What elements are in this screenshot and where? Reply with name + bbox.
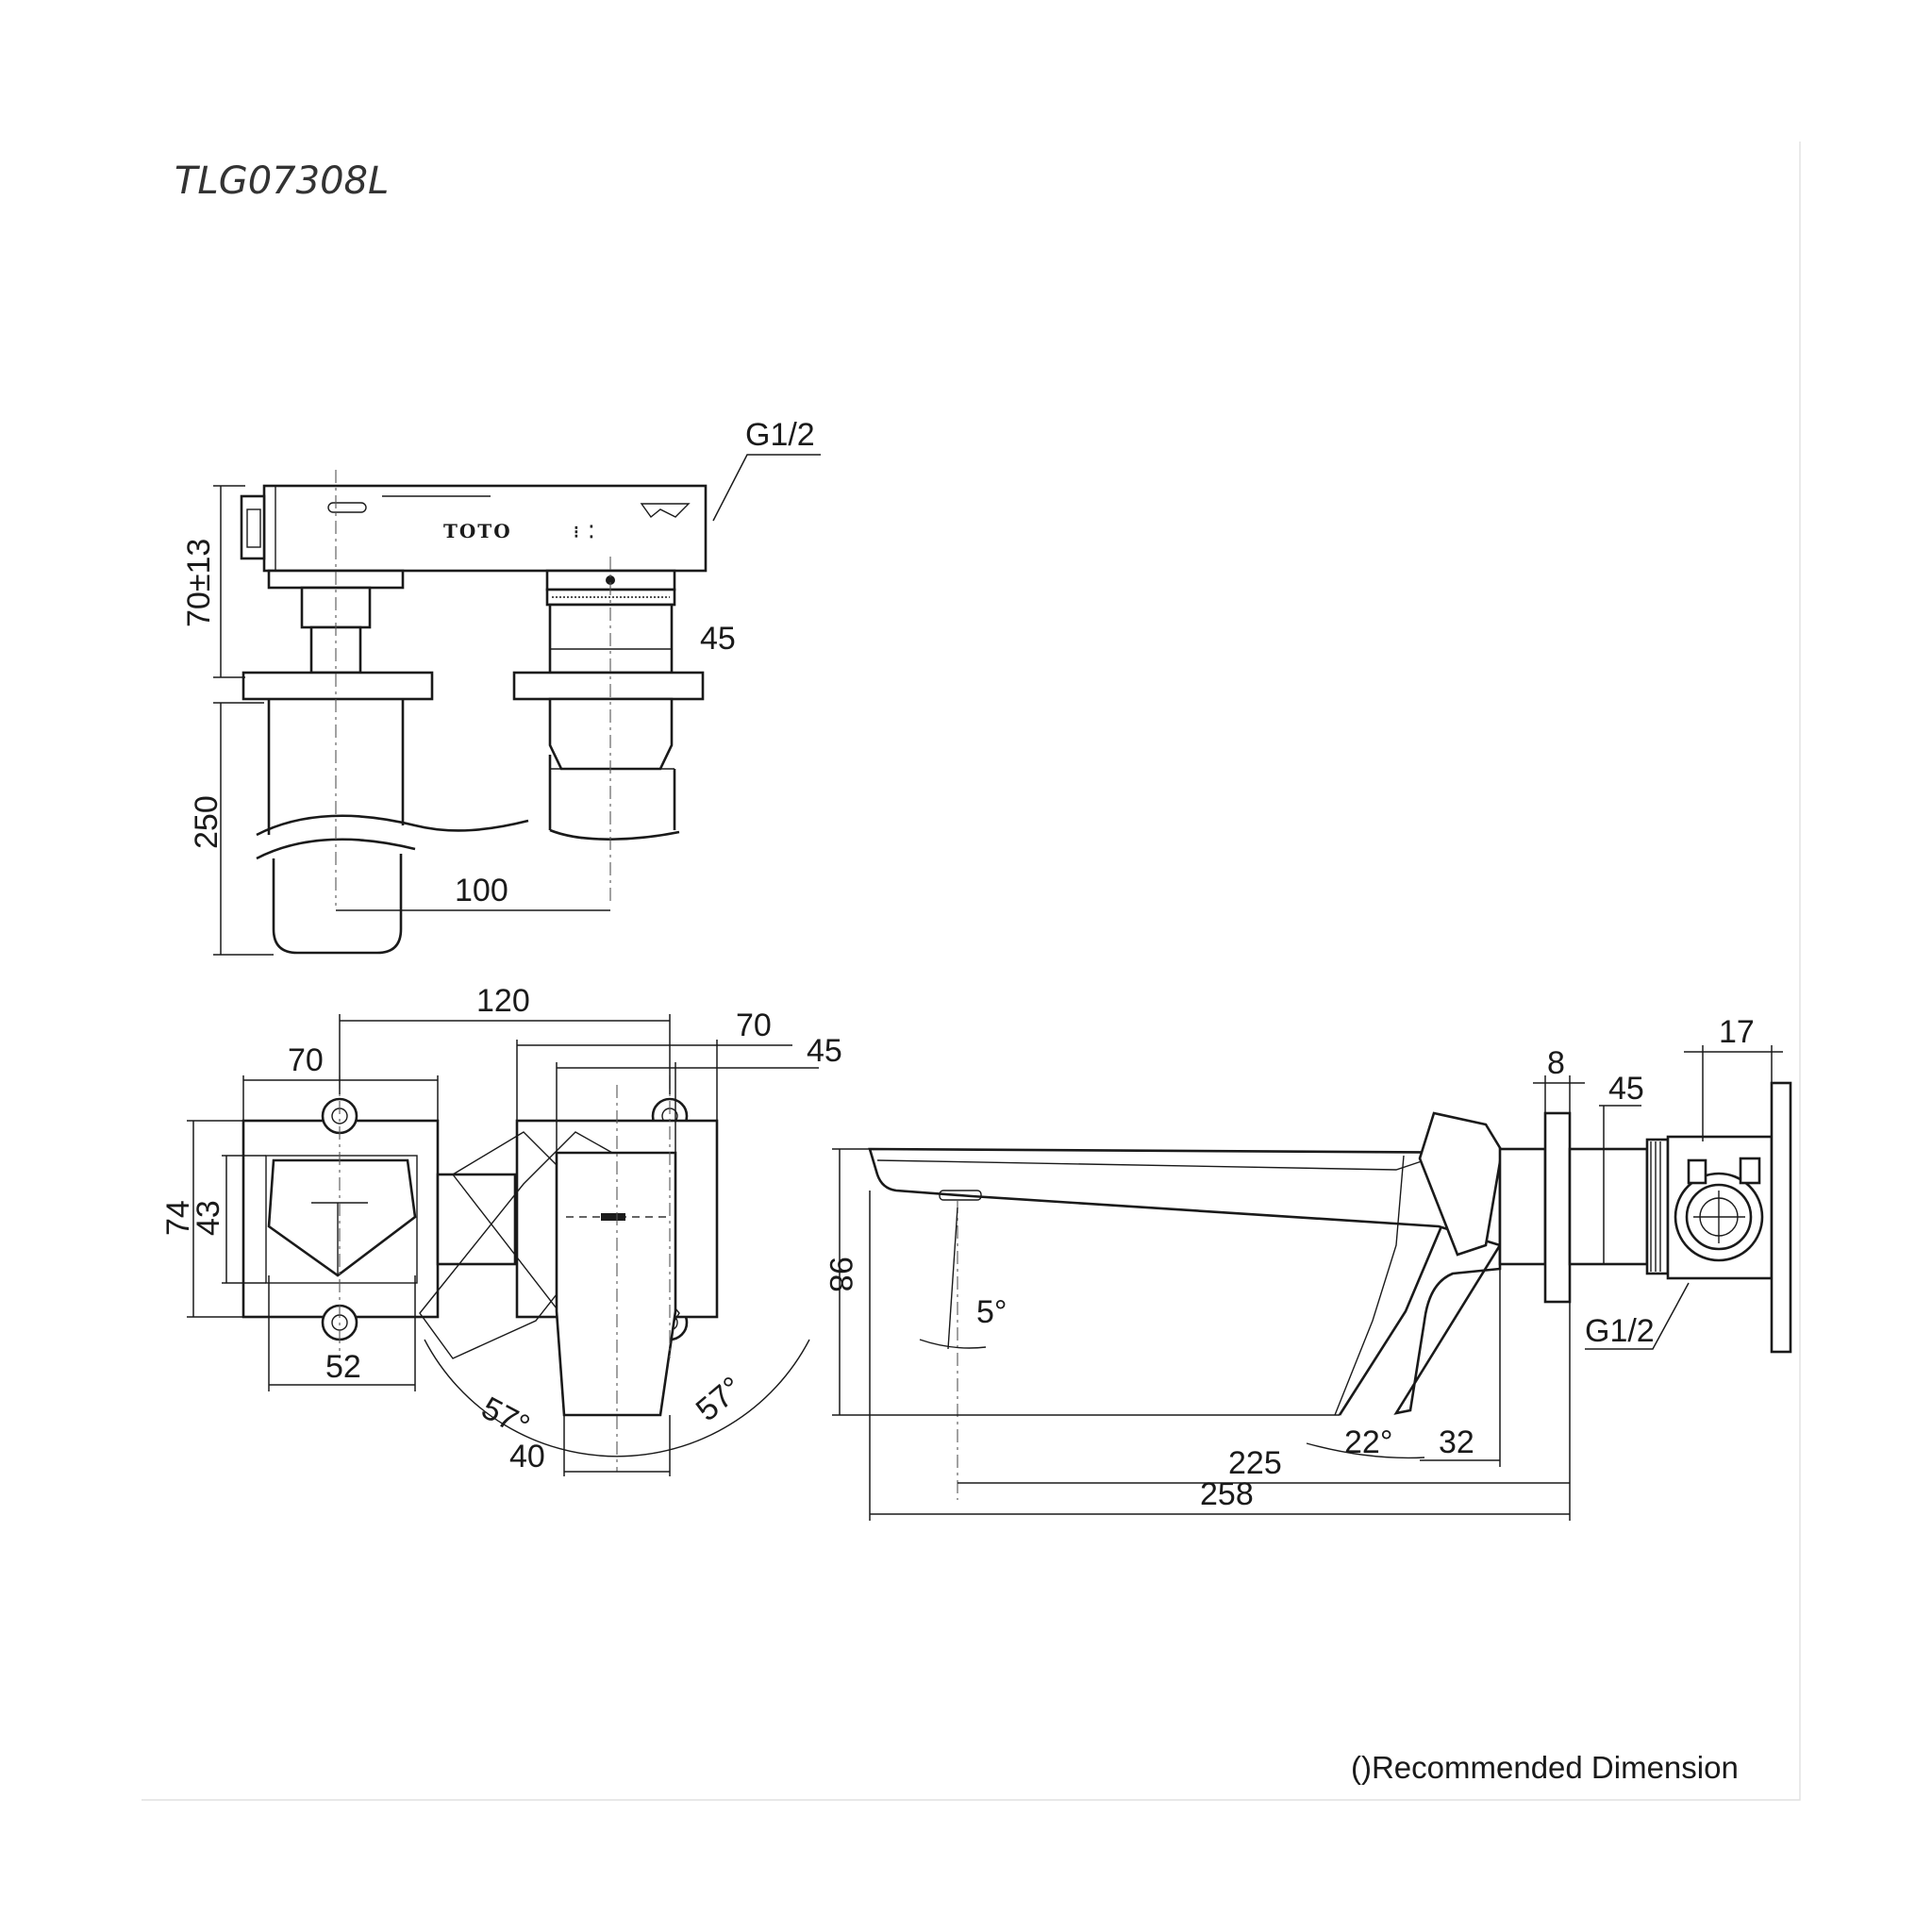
swing-right-angle-label: 57°	[690, 1370, 750, 1428]
top-spout-body	[262, 484, 708, 573]
right-plate-dim-label: 70	[736, 1008, 772, 1043]
left-bottom-dim-label: 52	[325, 1349, 361, 1385]
side-handle	[1418, 1111, 1504, 1257]
brand-mark: TOTO	[443, 520, 512, 542]
side-spout	[868, 1147, 1502, 1247]
handle-angle-label: 22°	[1344, 1424, 1392, 1460]
body-dim-label: 45	[1608, 1071, 1644, 1107]
height-dim-label: 70±13	[181, 539, 217, 627]
spout-height-dim-label: 98	[823, 1257, 858, 1292]
front-view: 120 70 70 45 74 43 52 40	[160, 983, 842, 1476]
depth-dim-label: 250	[189, 795, 225, 849]
right-inner-dim-label: 45	[807, 1033, 842, 1069]
left-plate-dim-label: 70	[288, 1042, 324, 1078]
recommended-dimension-note: ()Recommended Dimension	[1351, 1750, 1739, 1785]
right-handle	[555, 1151, 677, 1417]
model-number: TLG07308L	[175, 159, 389, 203]
flow-angle-label: 5°	[976, 1294, 1008, 1330]
overall-dim-label: 120	[476, 983, 530, 1019]
side-flange	[1543, 1111, 1572, 1304]
svg-text:⁝ ⁚: ⁝ ⁚	[574, 523, 596, 542]
plate-height-dim-label: 74	[160, 1200, 196, 1236]
drawing-frame	[142, 142, 1801, 1801]
center-dim-label: 100	[455, 873, 508, 908]
spout-reach-dim-label: 225	[1228, 1445, 1282, 1481]
top-thread-label: G1/2	[745, 417, 815, 453]
valve-dim-label: 17	[1719, 1014, 1755, 1050]
top-view: TOTO ⁝ ⁚ 70±13 250	[181, 417, 821, 956]
left-handle	[267, 1158, 417, 1277]
valve-back-plate	[1770, 1081, 1792, 1354]
body-width-dim-label: 45	[700, 621, 736, 657]
side-view: 98 5° 22° 32 225 258 8 45 17 G1/2	[823, 1014, 1792, 1521]
side-thread-label: G1/2	[1585, 1313, 1655, 1349]
screw-icon	[606, 575, 615, 585]
total-length-dim-label: 258	[1200, 1476, 1254, 1512]
handle-width-dim-label: 40	[509, 1439, 545, 1474]
inner-height-dim-label: 43	[191, 1200, 226, 1236]
flange-dim-label: 8	[1547, 1045, 1565, 1081]
handle-offset-dim-label: 32	[1439, 1424, 1474, 1460]
